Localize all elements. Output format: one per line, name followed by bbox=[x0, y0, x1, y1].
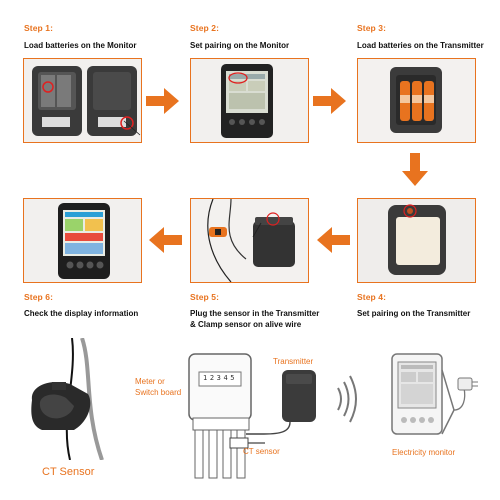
step-1-image bbox=[23, 58, 142, 143]
step-5-image bbox=[190, 198, 309, 283]
step-3-description: Load batteries on the Transmitter bbox=[357, 41, 484, 50]
step-4-image bbox=[357, 198, 476, 283]
step-5-title: Step 5: bbox=[190, 292, 220, 302]
step-1-title: Step 1: bbox=[24, 23, 54, 33]
step-5-description-line2: & Clamp sensor on alive wire bbox=[190, 320, 302, 329]
step-6-image bbox=[23, 198, 142, 283]
step-3-image bbox=[357, 58, 476, 143]
step-2-description: Set pairing on the Monitor bbox=[190, 41, 290, 50]
meter-digits: 12345 bbox=[203, 374, 238, 382]
arrow-left-icon bbox=[316, 226, 350, 254]
arrow-right-icon bbox=[313, 87, 347, 115]
step-6-title: Step 6: bbox=[24, 292, 54, 302]
step-5-description-line1: Plug the sensor in the Transmitter bbox=[190, 309, 320, 318]
electricity-monitor-image bbox=[382, 350, 482, 445]
transmitter-image bbox=[240, 368, 320, 448]
ct-sensor-small-label: CT sensor bbox=[243, 447, 280, 456]
electricity-monitor-label: Electricity monitor bbox=[392, 448, 456, 457]
step-3-title: Step 3: bbox=[357, 23, 387, 33]
step-2-image bbox=[190, 58, 309, 143]
arrow-left-icon bbox=[148, 226, 182, 254]
wireless-signal-icon bbox=[332, 374, 362, 429]
ct-sensor-caption: CT Sensor bbox=[42, 466, 95, 478]
step-6-description: Check the display information bbox=[24, 309, 139, 318]
ct-sensor-image bbox=[22, 337, 122, 461]
meter-label-line2: Switch board bbox=[135, 388, 182, 397]
step-2-title: Step 2: bbox=[190, 23, 220, 33]
step-1-description: Load batteries on the Monitor bbox=[24, 41, 137, 50]
arrow-right-icon bbox=[146, 87, 180, 115]
arrow-down-icon bbox=[401, 153, 429, 187]
step-4-description: Set pairing on the Transmitter bbox=[357, 309, 471, 318]
transmitter-label: Transmitter bbox=[273, 357, 314, 366]
step-4-title: Step 4: bbox=[357, 292, 387, 302]
meter-label-line1: Meter or bbox=[135, 377, 165, 386]
meter-image bbox=[185, 352, 269, 482]
